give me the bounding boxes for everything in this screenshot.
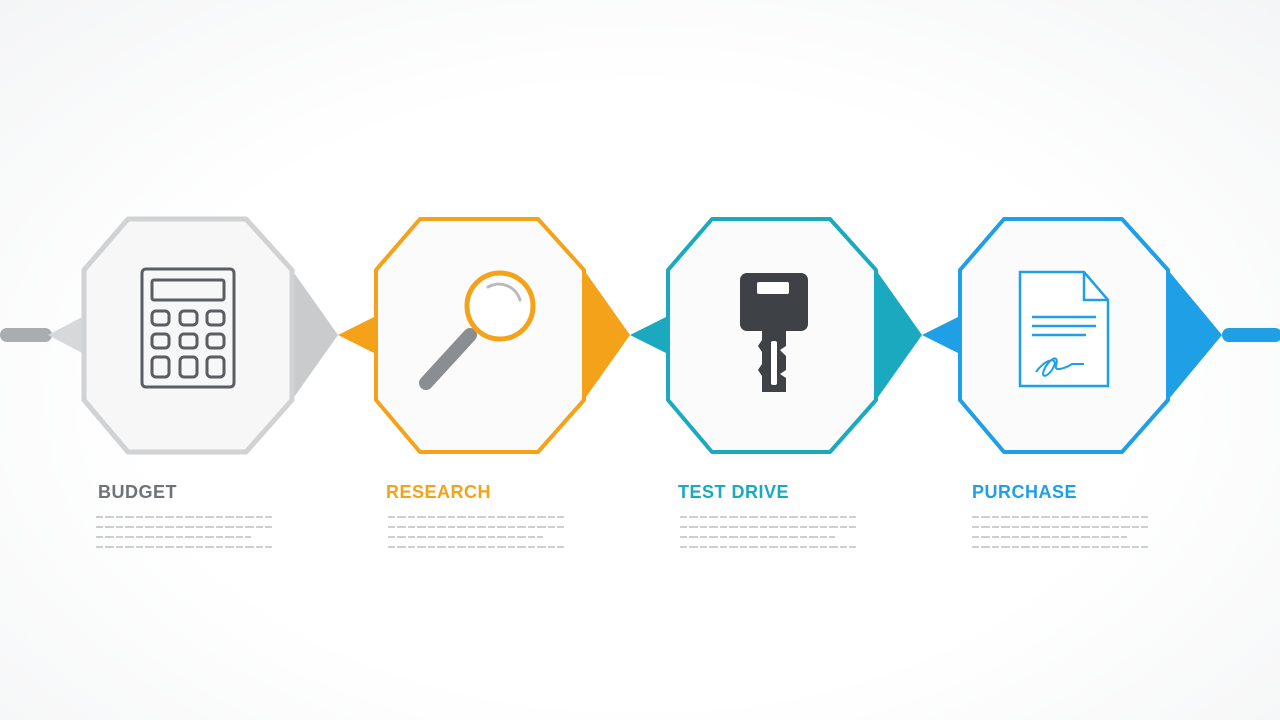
step-budget-node bbox=[48, 216, 338, 455]
step-label-test-drive: TEST DRIVE bbox=[678, 482, 790, 502]
calculator-icon bbox=[140, 267, 236, 389]
step-label-purchase: PURCHASE bbox=[972, 482, 1078, 502]
step-description-placeholder bbox=[972, 516, 1148, 556]
step-label-research: RESEARCH bbox=[386, 482, 492, 502]
step-test-drive-node bbox=[630, 217, 922, 454]
connector-line-left bbox=[0, 328, 52, 342]
step-label-budget: BUDGET bbox=[98, 482, 177, 502]
car-key-icon bbox=[740, 273, 808, 392]
magnifying-glass-icon bbox=[419, 270, 536, 390]
step-description-placeholder bbox=[96, 516, 272, 556]
connector-line-right bbox=[1222, 328, 1280, 342]
step-description-placeholder bbox=[388, 516, 564, 556]
step-research-node bbox=[338, 217, 630, 454]
signed-document-icon bbox=[1018, 270, 1110, 388]
step-description-placeholder bbox=[680, 516, 856, 556]
step-purchase-node bbox=[922, 217, 1222, 454]
